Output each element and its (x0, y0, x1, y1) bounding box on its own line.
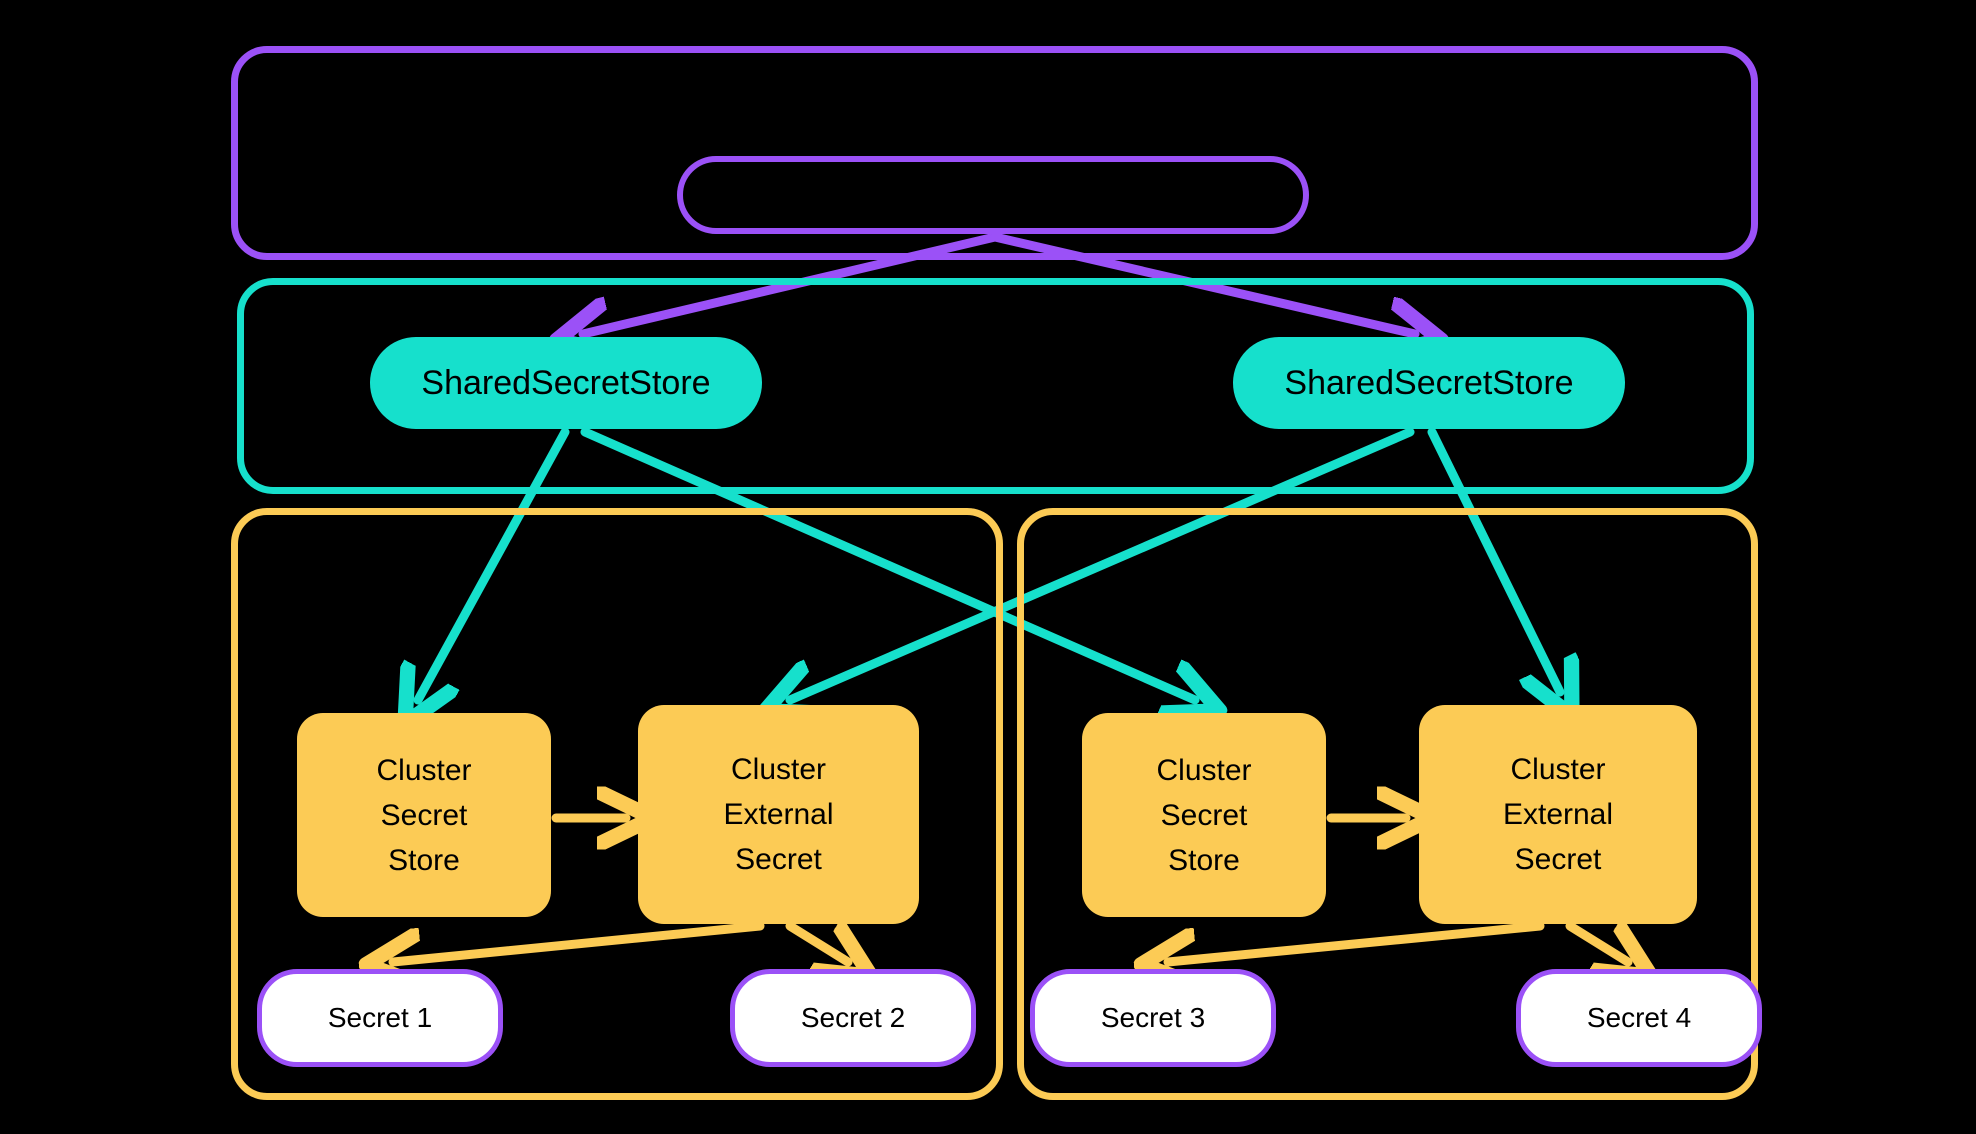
node-line-2: External (1502, 798, 1614, 831)
node-line-1: Cluster (730, 753, 827, 786)
node-line-1: Cluster (376, 753, 472, 787)
secret-4[interactable]: Secret 4 (1516, 969, 1762, 1067)
secret-1[interactable]: Secret 1 (257, 969, 503, 1067)
node-line-1: Cluster (1156, 753, 1252, 787)
cluster-external-secret-left[interactable]: Cluster External Secret (638, 705, 919, 924)
operator-inner-pill[interactable] (677, 156, 1309, 234)
cluster-external-secret-right[interactable]: Cluster External Secret (1419, 705, 1697, 924)
shared-secret-store-left[interactable]: SharedSecretStore (370, 337, 762, 429)
node-line-3: Store (1168, 843, 1240, 877)
node-line-3: Store (388, 843, 460, 877)
secret-3[interactable]: Secret 3 (1030, 969, 1276, 1067)
node-line-3: Secret (1514, 843, 1602, 876)
shared-secret-store-right[interactable]: SharedSecretStore (1233, 337, 1625, 429)
node-line-1: Cluster (1510, 753, 1606, 786)
node-line-3: Secret (735, 843, 822, 876)
node-line-2: Secret (380, 798, 468, 832)
secret-2[interactable]: Secret 2 (730, 969, 976, 1067)
node-line-2: Secret (1160, 798, 1248, 832)
cluster-secret-store-left[interactable]: Cluster Secret Store (297, 713, 551, 917)
cluster-secret-store-right[interactable]: Cluster Secret Store (1082, 713, 1326, 917)
node-line-2: External (723, 798, 834, 831)
